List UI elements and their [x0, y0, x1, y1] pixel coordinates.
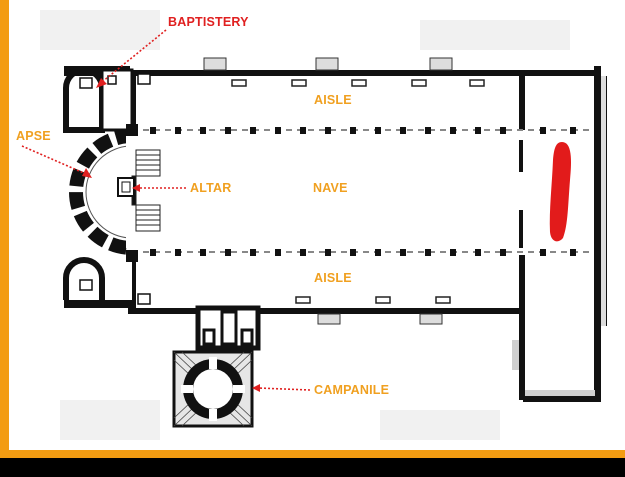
label-aisle-bottom: AISLE [314, 271, 352, 285]
chancel-steps [131, 149, 161, 232]
label-altar: ALTAR [190, 181, 232, 195]
upper-colonnade [132, 127, 590, 134]
baptistery-chapel [63, 66, 151, 136]
leader-lines [21, 29, 311, 391]
bottom-band [0, 458, 625, 477]
paper-texture [40, 10, 570, 440]
altar-shape [117, 177, 135, 197]
label-aisle-top: AISLE [314, 93, 352, 107]
arrow-heads [82, 78, 260, 392]
bottom-niches [295, 296, 451, 304]
label-nave: NAVE [313, 181, 348, 195]
campanile-tower [172, 350, 254, 428]
top-niches [231, 79, 485, 87]
top-buttresses [203, 57, 453, 71]
lower-colonnade [132, 249, 590, 256]
label-apse: APSE [16, 129, 51, 143]
lower-rooms [195, 305, 261, 351]
red-marker [549, 142, 572, 242]
lower-chapel [63, 250, 151, 308]
label-campanile: CAMPANILE [314, 383, 390, 397]
bottom-buttresses [317, 313, 443, 325]
label-baptistery: BAPTISTERY [168, 15, 249, 29]
narthex-strip [512, 76, 606, 396]
